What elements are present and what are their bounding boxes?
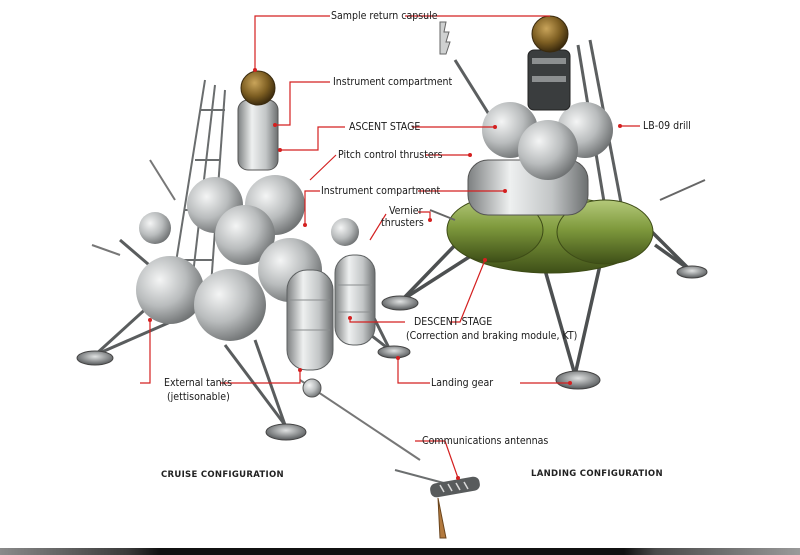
caption-cruise-configuration: CRUISE CONFIGURATION xyxy=(161,470,284,480)
label-descent-stage-note: (Correction and braking module, KT) xyxy=(406,330,578,342)
label-vernier-thrusters: thrusters xyxy=(381,217,424,229)
label-vernier: Vernier xyxy=(389,205,423,217)
label-external-tanks: External tanks xyxy=(164,377,233,389)
label-sample-return-capsule: Sample return capsule xyxy=(331,10,438,22)
leader-lines xyxy=(140,15,640,479)
leader-dots xyxy=(148,68,622,480)
label-communications-antennas: Communications antennas xyxy=(422,435,549,447)
label-instrument-compartment-top: Instrument compartment xyxy=(333,76,453,88)
label-instrument-compartment-mid: Instrument compartment xyxy=(321,185,441,197)
label-descent-stage: DESCENT STAGE xyxy=(414,316,493,328)
label-ascent-stage: ASCENT STAGE xyxy=(349,121,421,133)
label-landing-gear: Landing gear xyxy=(431,377,494,389)
landing-configuration-vehicle: RussianSpaceWeb.com xyxy=(381,0,708,390)
caption-landing-configuration: LANDING CONFIGURATION xyxy=(531,469,663,479)
communications-antenna-art xyxy=(394,469,480,539)
label-jettisonable: (jettisonable) xyxy=(167,391,230,403)
bottom-scroll-strip xyxy=(0,548,800,555)
label-pitch-control-thrusters: Pitch control thrusters xyxy=(338,149,443,161)
label-lb09-drill: LB-09 drill xyxy=(643,120,691,132)
